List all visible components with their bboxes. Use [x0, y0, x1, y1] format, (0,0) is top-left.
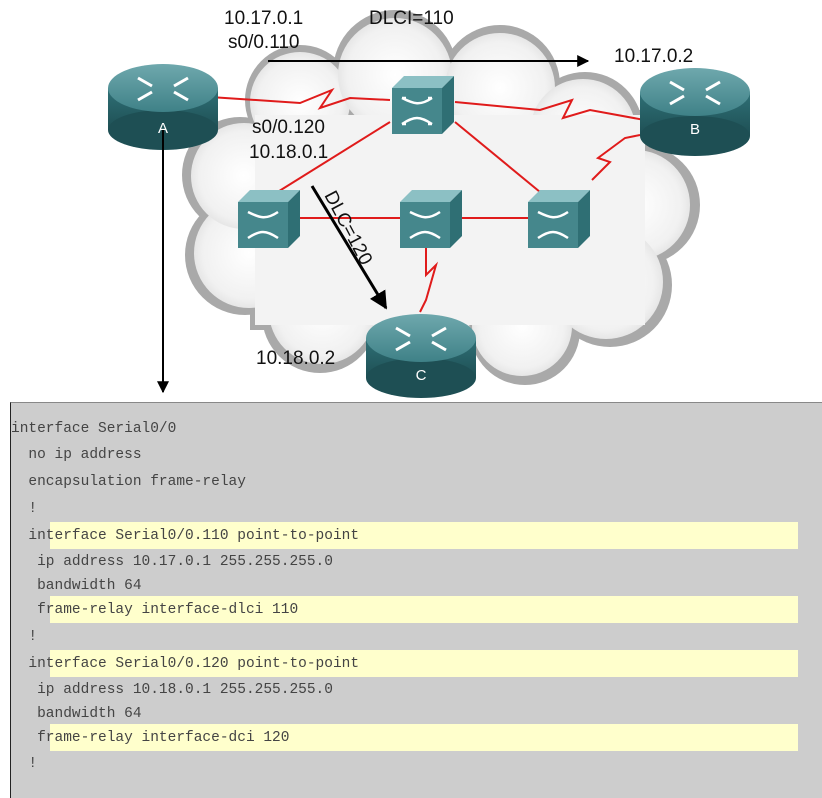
- config-line: !: [11, 501, 38, 517]
- router-c-label: C: [416, 367, 427, 384]
- config-line: ip address 10.17.0.1 255.255.255.0: [11, 554, 333, 570]
- label-c-ip: 10.18.0.2: [256, 348, 335, 369]
- router-a-label: A: [158, 120, 168, 137]
- link-right-to-b: [591, 134, 641, 181]
- highlight-subinterface-110: [50, 522, 798, 549]
- highlight-dlci-110: [50, 596, 798, 623]
- switch-middle: [400, 190, 462, 248]
- label-a-ip-to-c: 10.18.0.1: [249, 142, 328, 163]
- config-line: frame-relay interface-dlci 110: [11, 602, 299, 618]
- config-line: interface Serial0/0: [11, 421, 177, 437]
- frame-relay-diagram: A B C 10.17.0.1 s0/0.110 DLCI=110 10.17.…: [108, 8, 750, 398]
- switch-right: [528, 190, 590, 248]
- config-panel: interface Serial0/0 no ip address encaps…: [10, 402, 822, 798]
- link-switch-top-to-b: [454, 98, 651, 122]
- label-a-ip-to-b: 10.17.0.1: [224, 8, 303, 29]
- label-a-intf-to-c: s0/0.120: [252, 117, 325, 138]
- label-b-ip: 10.17.0.2: [614, 46, 693, 67]
- link-middle-to-c: [419, 245, 439, 313]
- config-line: bandwidth 64: [11, 578, 142, 594]
- link-a-to-switch-top: [209, 87, 391, 110]
- config-line: encapsulation frame-relay: [11, 474, 246, 490]
- arrow-a-to-c: [310, 185, 388, 310]
- router-b: B: [640, 68, 750, 156]
- config-line: no ip address: [11, 447, 142, 463]
- config-line: bandwidth 64: [11, 706, 142, 722]
- config-line: frame-relay interface-dci 120: [11, 730, 290, 746]
- config-line: !: [11, 629, 38, 645]
- network-links: [209, 87, 651, 313]
- highlight-dlci-120: [50, 724, 798, 751]
- label-dlci-to-b: DLCI=110: [369, 8, 454, 29]
- router-c: C: [366, 314, 476, 398]
- switch-top: [392, 76, 454, 134]
- config-line: interface Serial0/0.110 point-to-point: [11, 528, 360, 544]
- link-top-to-left: [267, 121, 391, 199]
- config-line: ip address 10.18.0.1 255.255.255.0: [11, 682, 333, 698]
- highlight-subinterface-120: [50, 650, 798, 677]
- router-a: A: [108, 64, 218, 150]
- router-b-label: B: [690, 121, 700, 138]
- config-line: interface Serial0/0.120 point-to-point: [11, 656, 360, 672]
- config-line: !: [11, 756, 38, 772]
- label-a-intf-to-b: s0/0.110: [228, 32, 299, 53]
- switch-left: [238, 190, 300, 248]
- link-top-to-right: [454, 121, 541, 193]
